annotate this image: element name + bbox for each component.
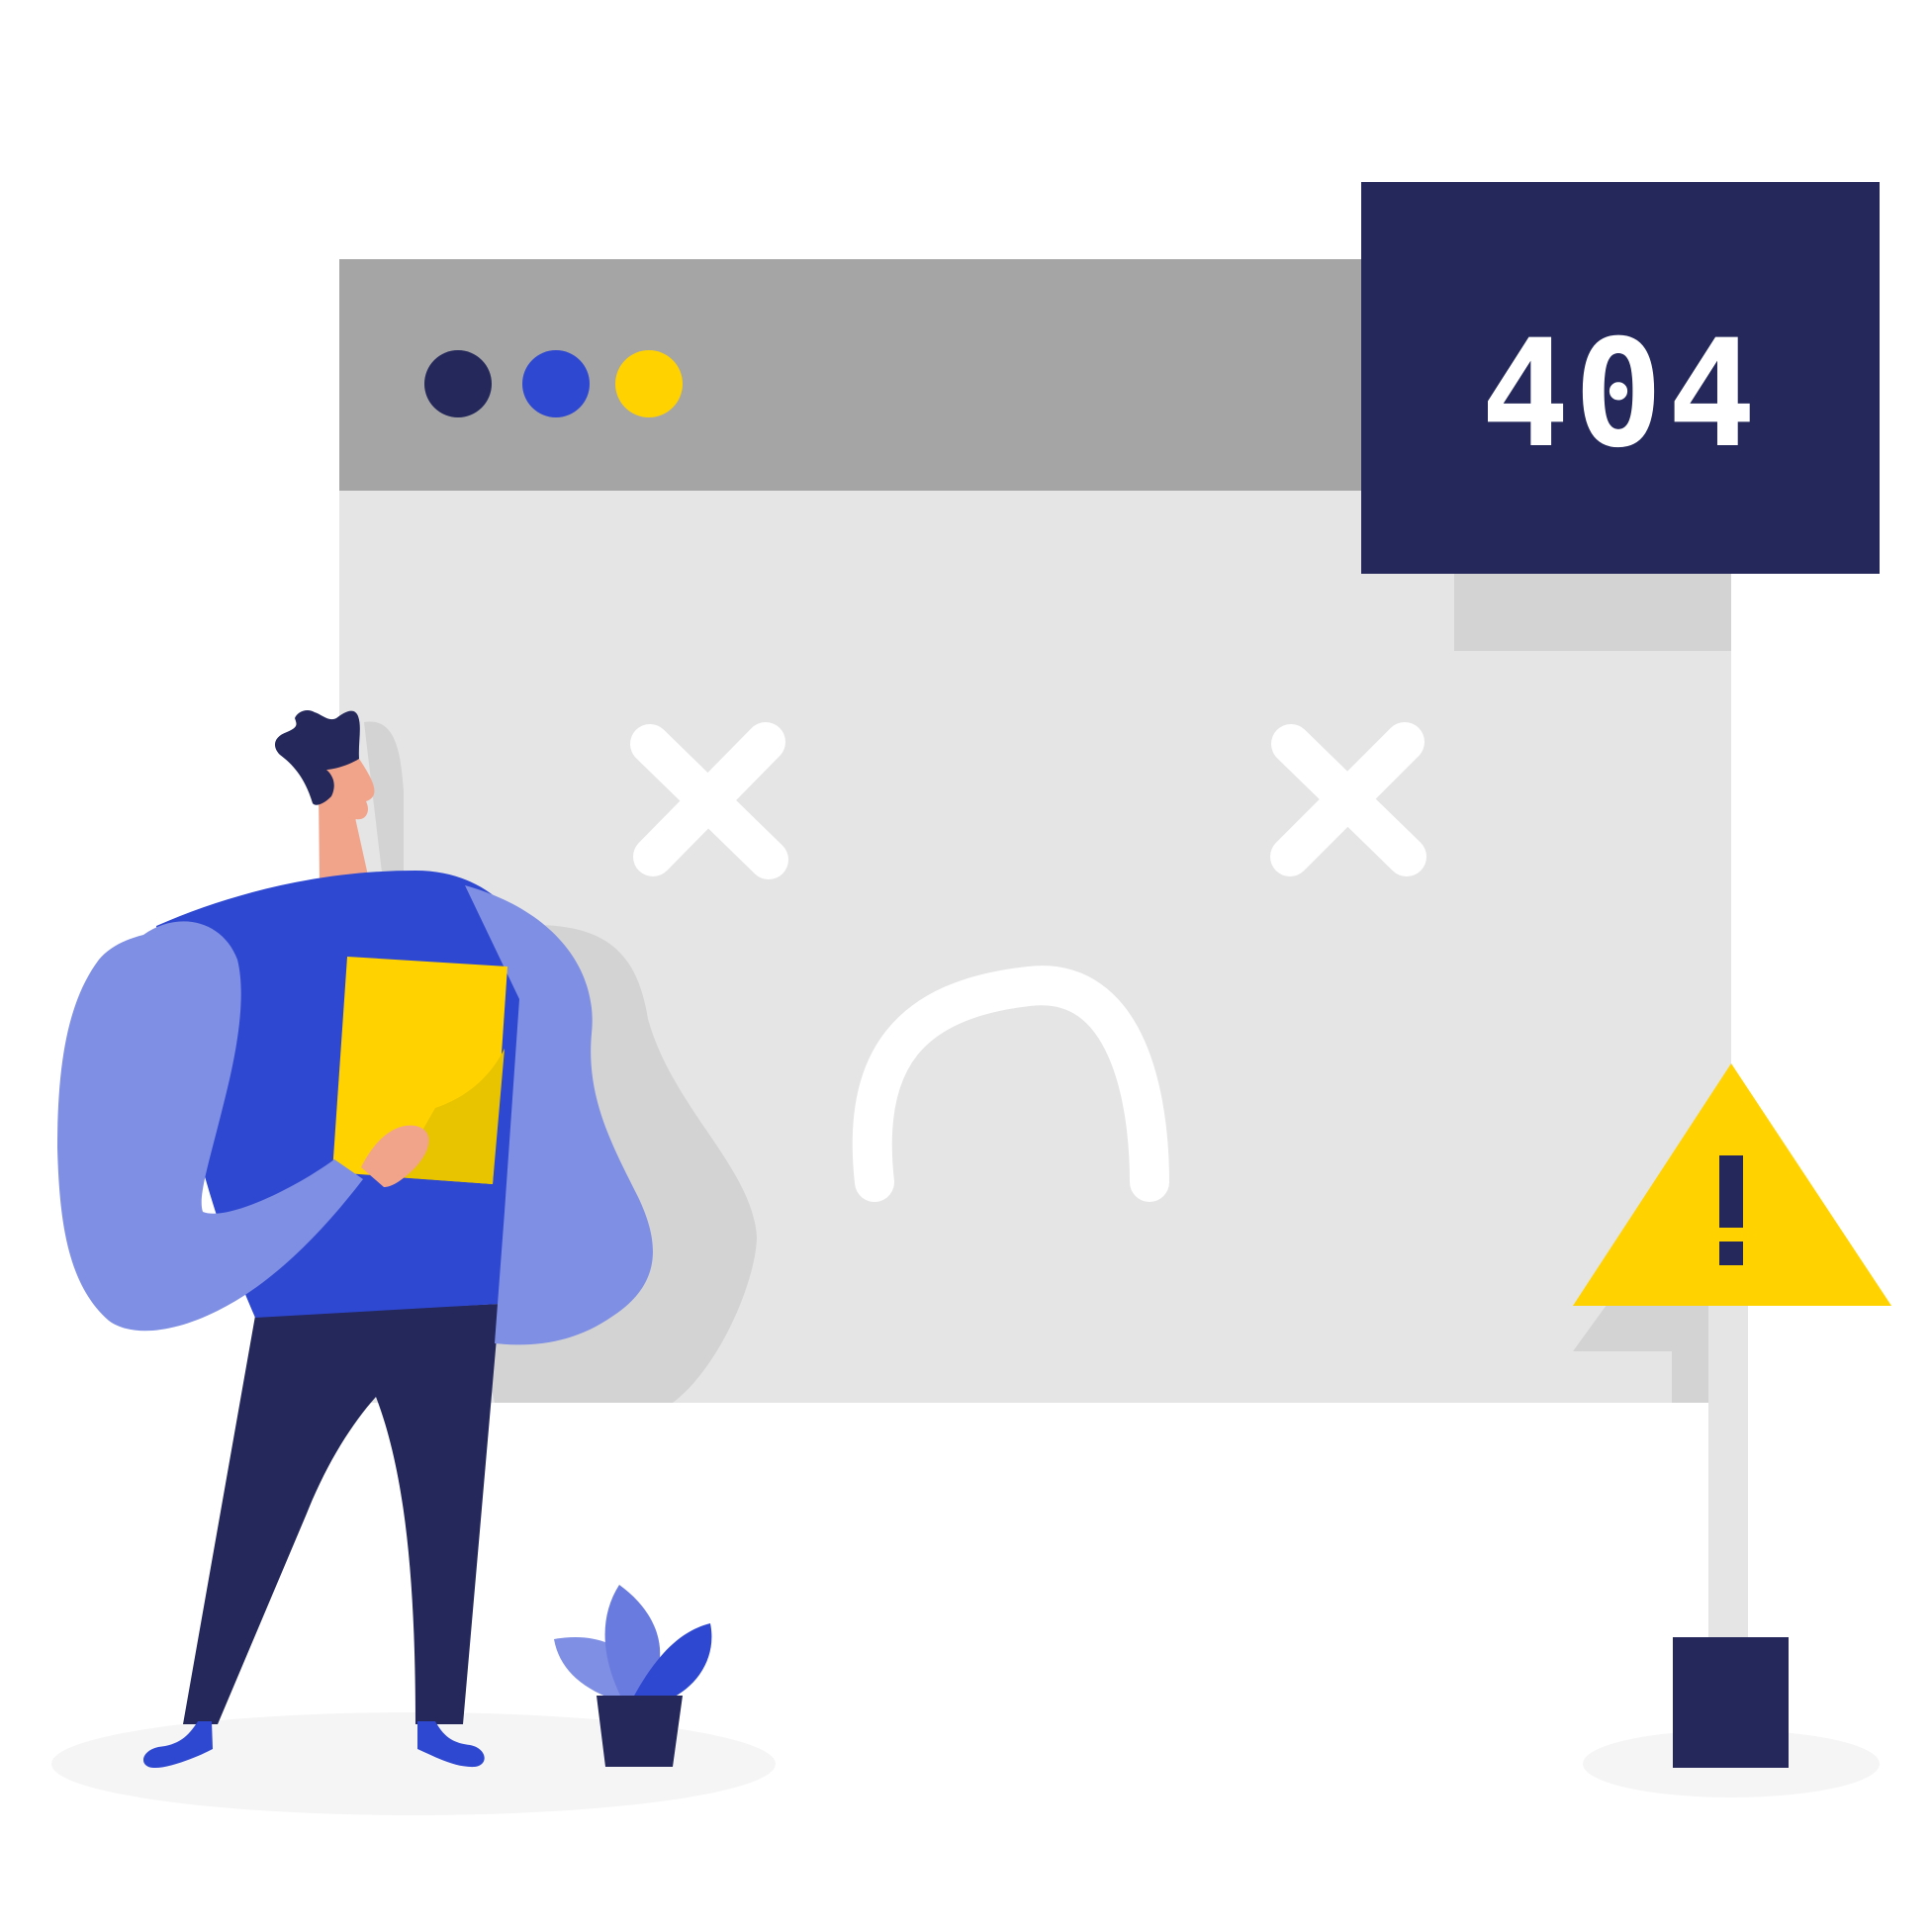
person-shoe-right	[417, 1721, 485, 1768]
warning-sign-post	[1708, 1306, 1748, 1640]
right-x-eye-icon	[1270, 722, 1426, 876]
error-code-badge: 404	[1361, 182, 1880, 574]
plant-leaf-right	[633, 1623, 712, 1700]
warning-sign-base	[1673, 1637, 1789, 1768]
left-x-eye-icon	[630, 722, 788, 879]
potted-plant	[554, 1585, 712, 1767]
sad-face	[630, 722, 1426, 1202]
person-hair	[274, 709, 360, 805]
person-hand	[361, 1125, 429, 1187]
error-code-badge-background	[1361, 182, 1880, 574]
frown-mouth	[852, 966, 1169, 1202]
person-arm-front	[57, 921, 363, 1332]
window-dot-navy-icon	[424, 350, 492, 417]
person-figure	[57, 709, 757, 1769]
person-legs	[183, 1304, 500, 1724]
error-code-text: 404	[1481, 309, 1761, 481]
exclamation-icon	[1719, 1155, 1743, 1265]
window-dot-yellow-icon	[615, 350, 683, 417]
person-arm-back	[465, 885, 653, 1345]
warning-sign	[1573, 1063, 1891, 1768]
window-dot-blue-icon	[522, 350, 590, 417]
plant-pot	[597, 1696, 683, 1767]
ground-shadow-left	[51, 1712, 776, 1815]
plant-leaf-middle	[604, 1585, 661, 1698]
person-shoe-left	[142, 1721, 213, 1769]
badge-shadow	[1454, 572, 1731, 651]
